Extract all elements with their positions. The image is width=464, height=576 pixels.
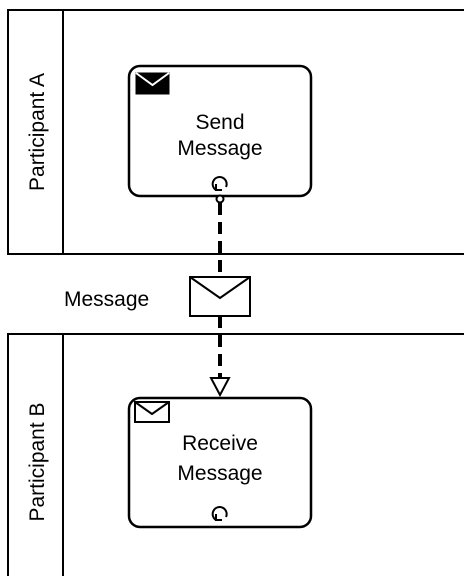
task-send-message[interactable]: Send Message	[127, 64, 313, 198]
pool-b-label: Participant B	[26, 402, 49, 521]
task-receive-message[interactable]: Receive Message	[127, 396, 313, 529]
message-flow-source-marker	[215, 194, 225, 204]
task-receive-label-line2: Message	[177, 462, 262, 485]
task-receive-frame	[127, 396, 313, 529]
envelope-filled-icon	[135, 72, 170, 95]
message-flow-arrowhead	[209, 377, 231, 398]
envelope-outline-icon	[134, 401, 170, 423]
pool-a-label: Participant A	[26, 73, 49, 191]
envelope-outline-icon	[189, 276, 251, 317]
message-flow[interactable]: Message	[64, 194, 251, 398]
task-send-label-line2: Message	[177, 137, 262, 160]
task-send-label-line1: Send	[195, 111, 244, 134]
pool-participant-b: Participant B	[7, 333, 464, 576]
loop-icon	[211, 506, 228, 521]
message-flow-label: Message	[64, 288, 149, 311]
task-receive-label-line1: Receive	[182, 432, 258, 455]
loop-icon	[211, 176, 228, 191]
